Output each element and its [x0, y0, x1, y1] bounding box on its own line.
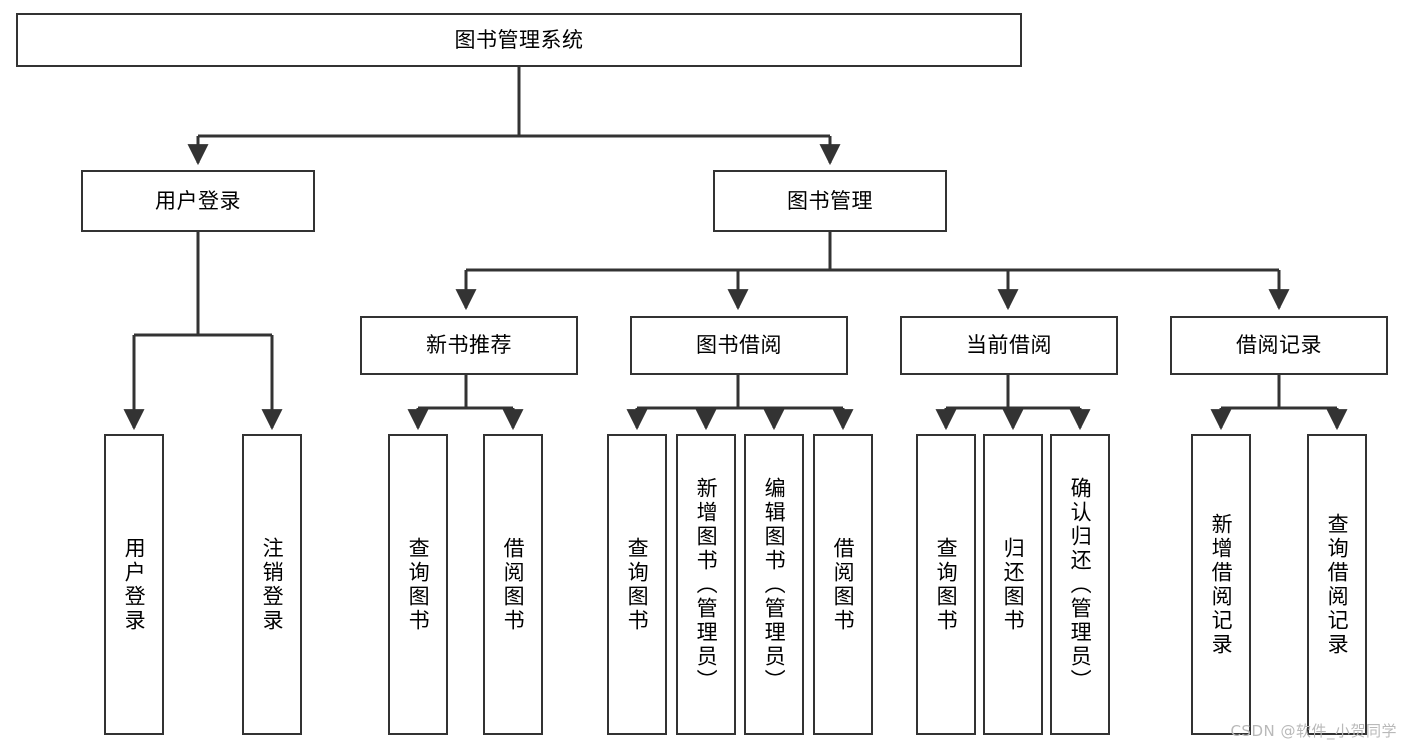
node-label: 借阅记录: [1236, 333, 1322, 358]
node-label: 编辑图书（管理员）: [762, 476, 787, 693]
leaf-new-book-borrow-books[interactable]: 借阅图书: [483, 434, 543, 735]
leaf-user-login-logout[interactable]: 注销登录: [242, 434, 302, 735]
node-label: 用户登录: [155, 188, 241, 213]
node-borrow-record[interactable]: 借阅记录: [1170, 316, 1388, 375]
node-book-borrow[interactable]: 图书借阅: [630, 316, 848, 375]
node-label: 归还图书: [1001, 536, 1026, 633]
watermark-text: CSDN @软件_小贺同学: [1230, 722, 1397, 740]
leaf-book-borrow-edit-book-admin[interactable]: 编辑图书（管理员）: [744, 434, 804, 735]
node-book-management[interactable]: 图书管理: [713, 170, 947, 232]
node-label: 新增借阅记录: [1209, 512, 1234, 657]
node-label: 图书管理系统: [454, 27, 584, 52]
node-label: 注销登录: [260, 536, 285, 633]
leaf-current-borrow-query-books[interactable]: 查询图书: [916, 434, 976, 735]
node-label: 查询图书: [406, 536, 431, 633]
leaf-new-book-query-books[interactable]: 查询图书: [388, 434, 448, 735]
leaf-book-borrow-borrow-books[interactable]: 借阅图书: [813, 434, 873, 735]
node-label: 图书管理: [787, 188, 873, 213]
node-root-book-management-system[interactable]: 图书管理系统: [16, 13, 1022, 67]
leaf-borrow-record-query-record[interactable]: 查询借阅记录: [1307, 434, 1367, 735]
node-label: 新增图书（管理员）: [694, 476, 719, 693]
leaf-borrow-record-add-record[interactable]: 新增借阅记录: [1191, 434, 1251, 735]
node-label: 图书借阅: [696, 333, 782, 358]
node-label: 借阅图书: [501, 536, 526, 633]
node-label: 查询图书: [934, 536, 959, 633]
node-label: 用户登录: [122, 536, 147, 633]
node-user-login[interactable]: 用户登录: [81, 170, 315, 232]
leaf-book-borrow-add-book-admin[interactable]: 新增图书（管理员）: [676, 434, 736, 735]
node-label: 当前借阅: [966, 333, 1052, 358]
leaf-user-login-login[interactable]: 用户登录: [104, 434, 164, 735]
leaf-book-borrow-query-books[interactable]: 查询图书: [607, 434, 667, 735]
node-label: 查询图书: [625, 536, 650, 633]
node-label: 查询借阅记录: [1325, 512, 1350, 657]
node-label: 确认归还（管理员）: [1068, 476, 1093, 693]
node-label: 借阅图书: [831, 536, 856, 633]
node-label: 新书推荐: [426, 333, 512, 358]
node-current-borrow[interactable]: 当前借阅: [900, 316, 1118, 375]
leaf-current-borrow-return-books[interactable]: 归还图书: [983, 434, 1043, 735]
node-new-book-recommend[interactable]: 新书推荐: [360, 316, 578, 375]
leaf-current-borrow-confirm-return-admin[interactable]: 确认归还（管理员）: [1050, 434, 1110, 735]
